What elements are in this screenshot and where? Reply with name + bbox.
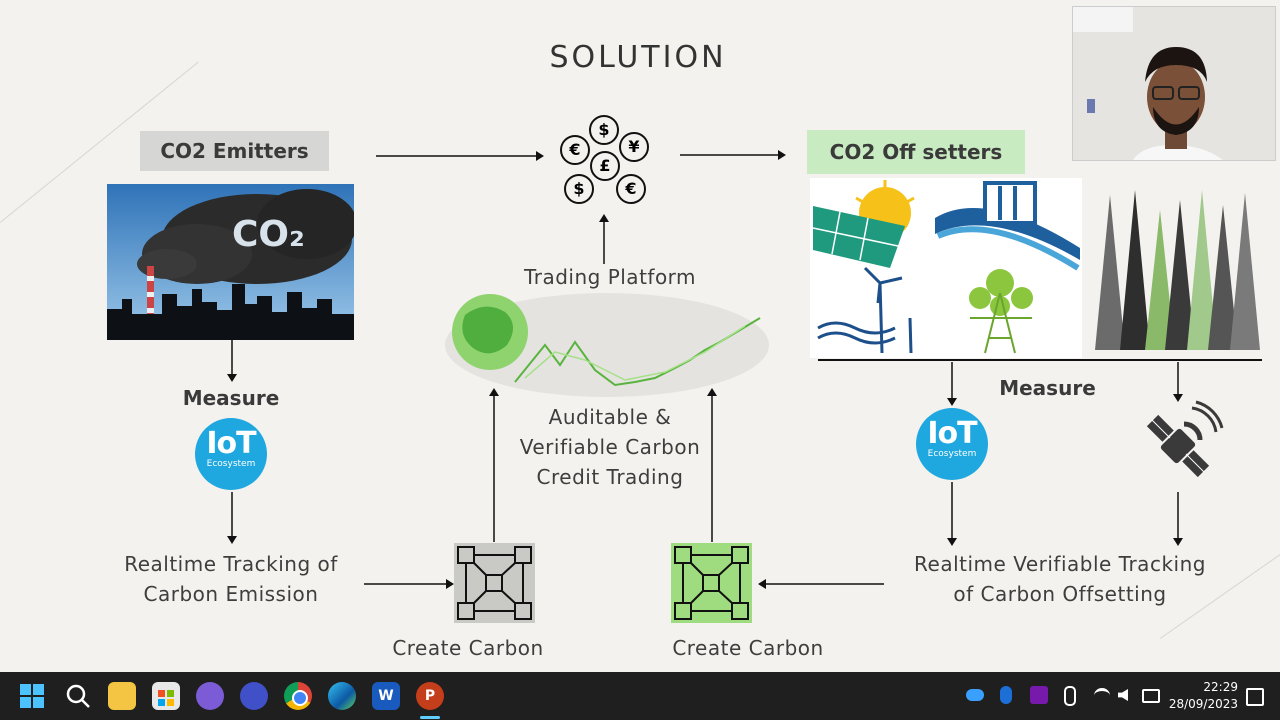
arrow-emitters-to-trading <box>376 151 544 161</box>
arrow-down-to-satellite <box>1173 362 1183 402</box>
globe-market-chart-image <box>445 290 770 400</box>
auditable-line1: Auditable & <box>548 405 672 429</box>
presentation-slide: SOLUTION CO2 Emitters CO₂ <box>0 6 1280 660</box>
create-carbon-left-label: Create Carbon <box>392 636 544 660</box>
arrow-trading-to-offsetters <box>680 150 786 160</box>
chrome-icon[interactable] <box>284 682 312 710</box>
wifi-icon[interactable] <box>1094 688 1110 703</box>
onenote-icon[interactable] <box>1030 686 1048 704</box>
notification-icon[interactable] <box>1246 688 1264 706</box>
taskbar: W P 22:29 28/09/2023 <box>0 672 1280 720</box>
word-icon[interactable]: W <box>372 682 400 710</box>
iot-ecosystem-icon-left: IoT Ecosystem <box>195 418 267 490</box>
blockchain-icon-green <box>671 543 752 623</box>
co2-emitters-label: CO2 Emitters <box>140 131 329 171</box>
store-icon[interactable] <box>152 682 180 710</box>
arrow-iot-left-to-tracking <box>227 492 237 544</box>
arrow-tracking-to-green-block <box>758 579 884 589</box>
volume-icon[interactable] <box>1118 689 1128 701</box>
create-carbon-right-label: Create Carbon <box>672 636 824 660</box>
tracking-emission-line1: Realtime Tracking of <box>124 552 338 576</box>
iot-ecosystem-icon-right: IoT Ecosystem <box>916 408 988 480</box>
start-icon[interactable] <box>18 682 46 710</box>
arrow-up-to-currency <box>599 214 609 264</box>
co2-cloud-text: CO₂ <box>232 214 305 255</box>
powerpoint-icon[interactable]: P <box>416 682 444 710</box>
euro-icon-2: € <box>616 174 646 204</box>
dollar-icon-2: $ <box>564 174 594 204</box>
file-explorer-icon[interactable] <box>108 682 136 710</box>
tracking-offsetting-line2: of Carbon Offsetting <box>953 582 1167 606</box>
iot-text: IoT <box>927 416 977 451</box>
tracking-offsetting-text: Realtime Verifiable Tracking of Carbon O… <box>890 549 1230 609</box>
active-app-indicator <box>420 716 440 719</box>
iot-ecosystem-text: Ecosystem <box>206 459 256 469</box>
app-icon-2[interactable] <box>240 682 268 710</box>
tracking-offsetting-line1: Realtime Verifiable Tracking <box>914 552 1206 576</box>
co2-offsetters-label: CO2 Off setters <box>807 130 1025 174</box>
app-icon[interactable] <box>196 682 224 710</box>
search-icon[interactable] <box>64 682 92 710</box>
pound-icon: £ <box>590 151 620 181</box>
battery-icon[interactable] <box>1142 689 1160 703</box>
iot-ecosystem-text: Ecosystem <box>927 449 977 459</box>
clock-time[interactable]: 22:29 <box>1203 680 1238 694</box>
satellite-icon <box>1132 400 1224 492</box>
forest-image <box>1090 185 1262 355</box>
arrow-factory-to-measure <box>227 340 237 382</box>
factory-emissions-image: CO₂ <box>107 184 357 340</box>
measure-left-label: Measure <box>182 386 280 410</box>
arrow-tracking-to-grey-block <box>364 579 454 589</box>
edge-icon[interactable] <box>328 682 356 710</box>
yen-icon: ¥ <box>619 132 649 162</box>
arrow-grey-block-up <box>489 388 499 542</box>
auditable-line2: Verifiable Carbon <box>519 435 701 459</box>
tracking-emission-line2: Carbon Emission <box>143 582 319 606</box>
blockchain-icon-grey <box>454 543 535 623</box>
arrow-satellite-to-tracking <box>1173 492 1183 546</box>
tracking-emission-text: Realtime Tracking of Carbon Emission <box>96 549 366 609</box>
bluetooth-icon[interactable] <box>1000 686 1012 704</box>
microphone-icon[interactable] <box>1064 686 1076 706</box>
arrow-green-block-up <box>707 388 717 542</box>
onedrive-icon[interactable] <box>966 689 984 701</box>
trading-platform-label: Trading Platform <box>523 265 697 289</box>
currency-exchange-icon: $ € ¥ £ $ € <box>556 114 652 206</box>
measure-right-label: Measure <box>999 376 1096 400</box>
renewable-energy-image <box>810 178 1082 358</box>
slide-title: SOLUTION <box>549 40 727 75</box>
auditable-line3: Credit Trading <box>536 465 684 489</box>
iot-text: IoT <box>206 426 256 461</box>
auditable-trading-text: Auditable & Verifiable Carbon Credit Tra… <box>505 402 715 492</box>
dollar-icon: $ <box>589 115 619 145</box>
offsetters-underline <box>818 359 1262 361</box>
clock-date[interactable]: 28/09/2023 <box>1168 697 1238 711</box>
arrow-iot-right-to-tracking <box>947 482 957 546</box>
euro-icon: € <box>560 135 590 165</box>
arrow-down-to-iot-right <box>947 362 957 406</box>
webcam-video-feed[interactable] <box>1072 6 1276 161</box>
